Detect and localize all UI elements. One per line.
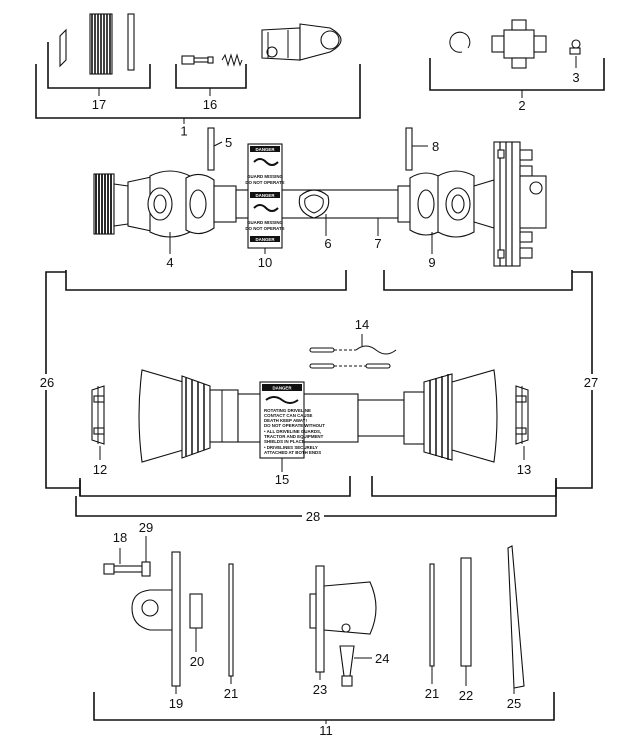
svg-text:ROTATING DRIVELINE: ROTATING DRIVELINE	[264, 408, 311, 413]
part-16-spring	[221, 53, 243, 67]
callout-28: 28	[306, 509, 320, 524]
callout-18: 18	[113, 530, 127, 545]
part-15-decal: DANGER ROTATING DRIVELINE CONTACT CAN CA…	[259, 381, 325, 459]
callout-4: 4	[166, 255, 173, 270]
part-10-decal: DANGER GUARD MISSING DO NOT OPERATE DANG…	[245, 143, 285, 249]
right-friction-clutch	[493, 141, 547, 267]
part-18-bolt	[103, 563, 151, 575]
svg-text:DANGER: DANGER	[255, 193, 275, 198]
callout-1: 1	[180, 124, 187, 139]
bracket-left-guard	[79, 476, 351, 497]
svg-text:GUARD MISSING: GUARD MISSING	[247, 174, 283, 179]
part-25-spring-plate	[507, 545, 525, 689]
part-20-bushing	[189, 593, 203, 629]
part-24-bolt	[339, 645, 355, 687]
svg-text:DANGER: DANGER	[255, 237, 275, 242]
callout-26: 26	[40, 375, 54, 390]
callout-9: 9	[428, 255, 435, 270]
part-14-safety-chains	[309, 345, 397, 369]
callout-15: 15	[275, 472, 289, 487]
svg-text:TRACTOR AND EQUIPMENT: TRACTOR AND EQUIPMENT	[264, 434, 324, 439]
callout-17: 17	[92, 97, 106, 112]
part-2-group	[449, 19, 547, 69]
callout-5: 5	[225, 135, 232, 150]
svg-text:ATTACHED AT BOTH ENDS: ATTACHED AT BOTH ENDS	[264, 450, 321, 455]
bracket-right-guard	[371, 476, 557, 497]
part-16-group	[181, 53, 243, 67]
part-4-yoke-assembly	[127, 170, 237, 238]
callout-22: 22	[459, 688, 473, 703]
callout-3: 3	[572, 70, 579, 85]
callout-13: 13	[517, 462, 531, 477]
svg-text:SHIELDS IN PLACE: SHIELDS IN PLACE	[264, 439, 305, 444]
part-5-pin	[207, 127, 215, 171]
callout-29: 29	[139, 520, 153, 535]
part-29-nut	[141, 561, 151, 577]
callout-21a: 21	[224, 686, 238, 701]
bracket-11	[93, 692, 555, 721]
svg-text:DANGER: DANGER	[255, 147, 275, 152]
bracket-1	[35, 64, 361, 119]
part-17-washer	[59, 28, 67, 68]
part-21-friction-disc-b	[429, 563, 435, 667]
part-6-inner-tube	[298, 189, 330, 219]
svg-text:• ALL DRIVELINE GUARDS,: • ALL DRIVELINE GUARDS,	[264, 429, 321, 434]
decal-15-text: ROTATING DRIVELINE CONTACT CAN CAUSE DEA…	[264, 408, 325, 455]
callout-16: 16	[203, 97, 217, 112]
bracket-16	[175, 64, 247, 89]
callout-2: 2	[518, 98, 525, 113]
left-splined-hub	[93, 173, 129, 235]
part-12-bearing	[91, 385, 105, 445]
part-17-group	[59, 13, 135, 75]
callout-23: 23	[313, 682, 327, 697]
callout-27: 27	[584, 375, 598, 390]
top-yoke	[261, 23, 342, 61]
svg-text:• DRIVELINES SECURELY: • DRIVELINES SECURELY	[264, 445, 318, 450]
callout-20: 20	[190, 654, 204, 669]
callout-24: 24	[375, 651, 389, 666]
callout-6: 6	[324, 236, 331, 251]
part-3-grease-fitting	[569, 39, 581, 55]
part-17-splined-collar	[89, 13, 113, 75]
callout-21b: 21	[425, 686, 439, 701]
svg-text:DO NOT OPERATE WITHOUT: DO NOT OPERATE WITHOUT	[264, 423, 325, 428]
bracket-2	[429, 58, 605, 91]
right-guard-cone	[403, 369, 498, 463]
svg-text:CONTACT CAN CAUSE: CONTACT CAN CAUSE	[264, 413, 313, 418]
left-guard-cone	[138, 369, 239, 463]
bracket-right-mid	[383, 270, 573, 291]
callout-19: 19	[169, 696, 183, 711]
svg-text:DANGER: DANGER	[272, 386, 292, 391]
svg-text:DEATH KEEP AWAY!: DEATH KEEP AWAY!	[264, 418, 307, 423]
part-9-yoke-assembly	[397, 170, 495, 238]
callout-25: 25	[507, 696, 521, 711]
callout-8: 8	[432, 139, 439, 154]
callout-10: 10	[258, 255, 272, 270]
snap-ring	[449, 31, 471, 53]
callout-7: 7	[374, 236, 381, 251]
part-17-shim	[127, 13, 135, 71]
bracket-left-mid	[65, 270, 347, 291]
part-22-pressure-plate	[460, 557, 472, 667]
guard-inner-tube	[357, 399, 405, 437]
svg-text:DO NOT OPERATE: DO NOT OPERATE	[245, 226, 284, 231]
callout-11: 11	[319, 723, 333, 738]
svg-text:GUARD MISSING: GUARD MISSING	[247, 220, 283, 225]
part-16-pin-head	[181, 55, 195, 65]
part-19-clutch-yoke	[131, 551, 181, 687]
cross-cap-left	[491, 35, 505, 53]
callout-12: 12	[93, 462, 107, 477]
part-13-bearing	[515, 385, 529, 445]
part-8-pin	[405, 127, 413, 171]
part-21-friction-disc-a	[228, 563, 234, 677]
svg-text:DO NOT OPERATE: DO NOT OPERATE	[245, 180, 284, 185]
callout-14: 14	[355, 317, 369, 332]
